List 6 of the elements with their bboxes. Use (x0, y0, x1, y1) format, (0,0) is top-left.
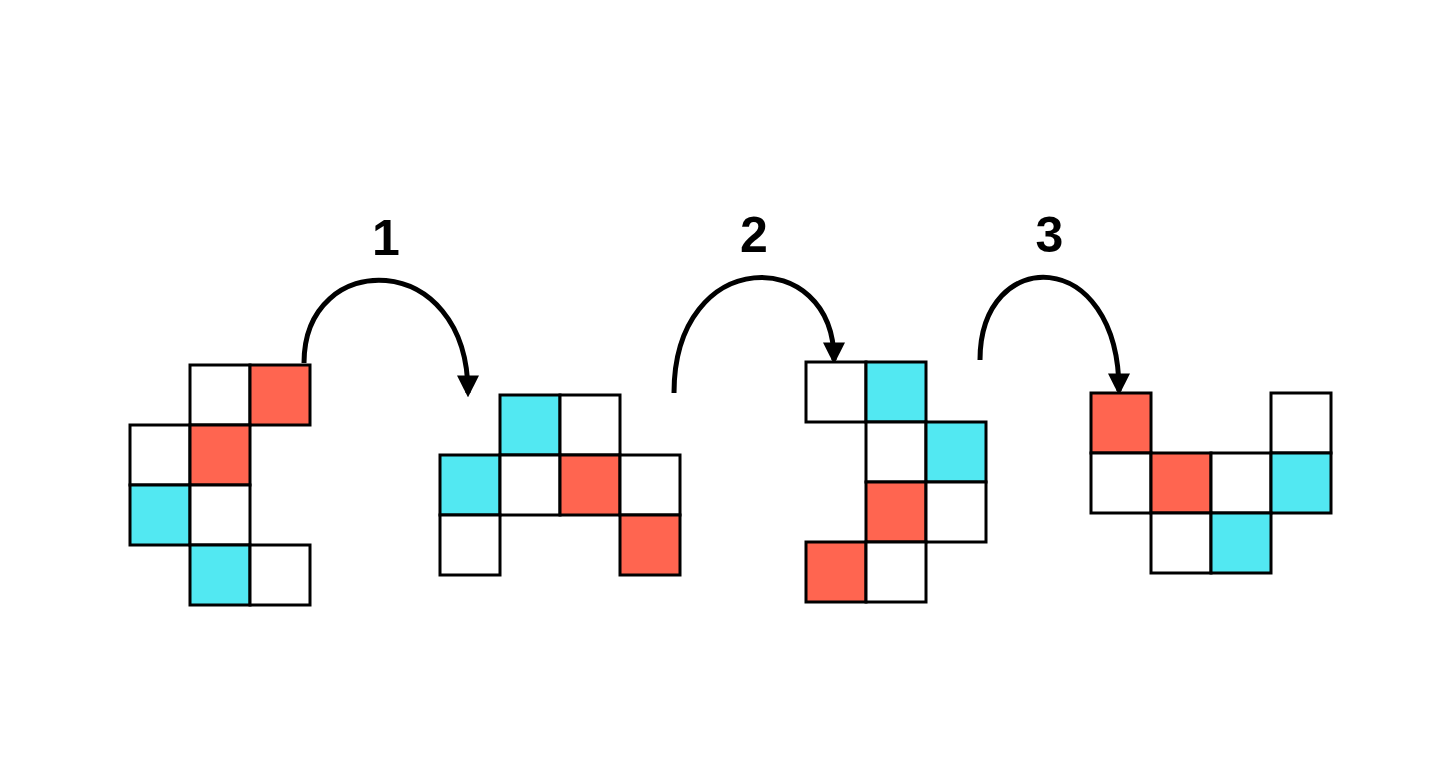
square-grid-drawing (128, 363, 312, 607)
curved-arrow (301, 278, 478, 398)
curved-arrow (671, 275, 843, 394)
square-grid-drawing (438, 393, 682, 577)
square-grid-drawing (804, 360, 988, 604)
square-grid-drawing (1089, 391, 1333, 575)
